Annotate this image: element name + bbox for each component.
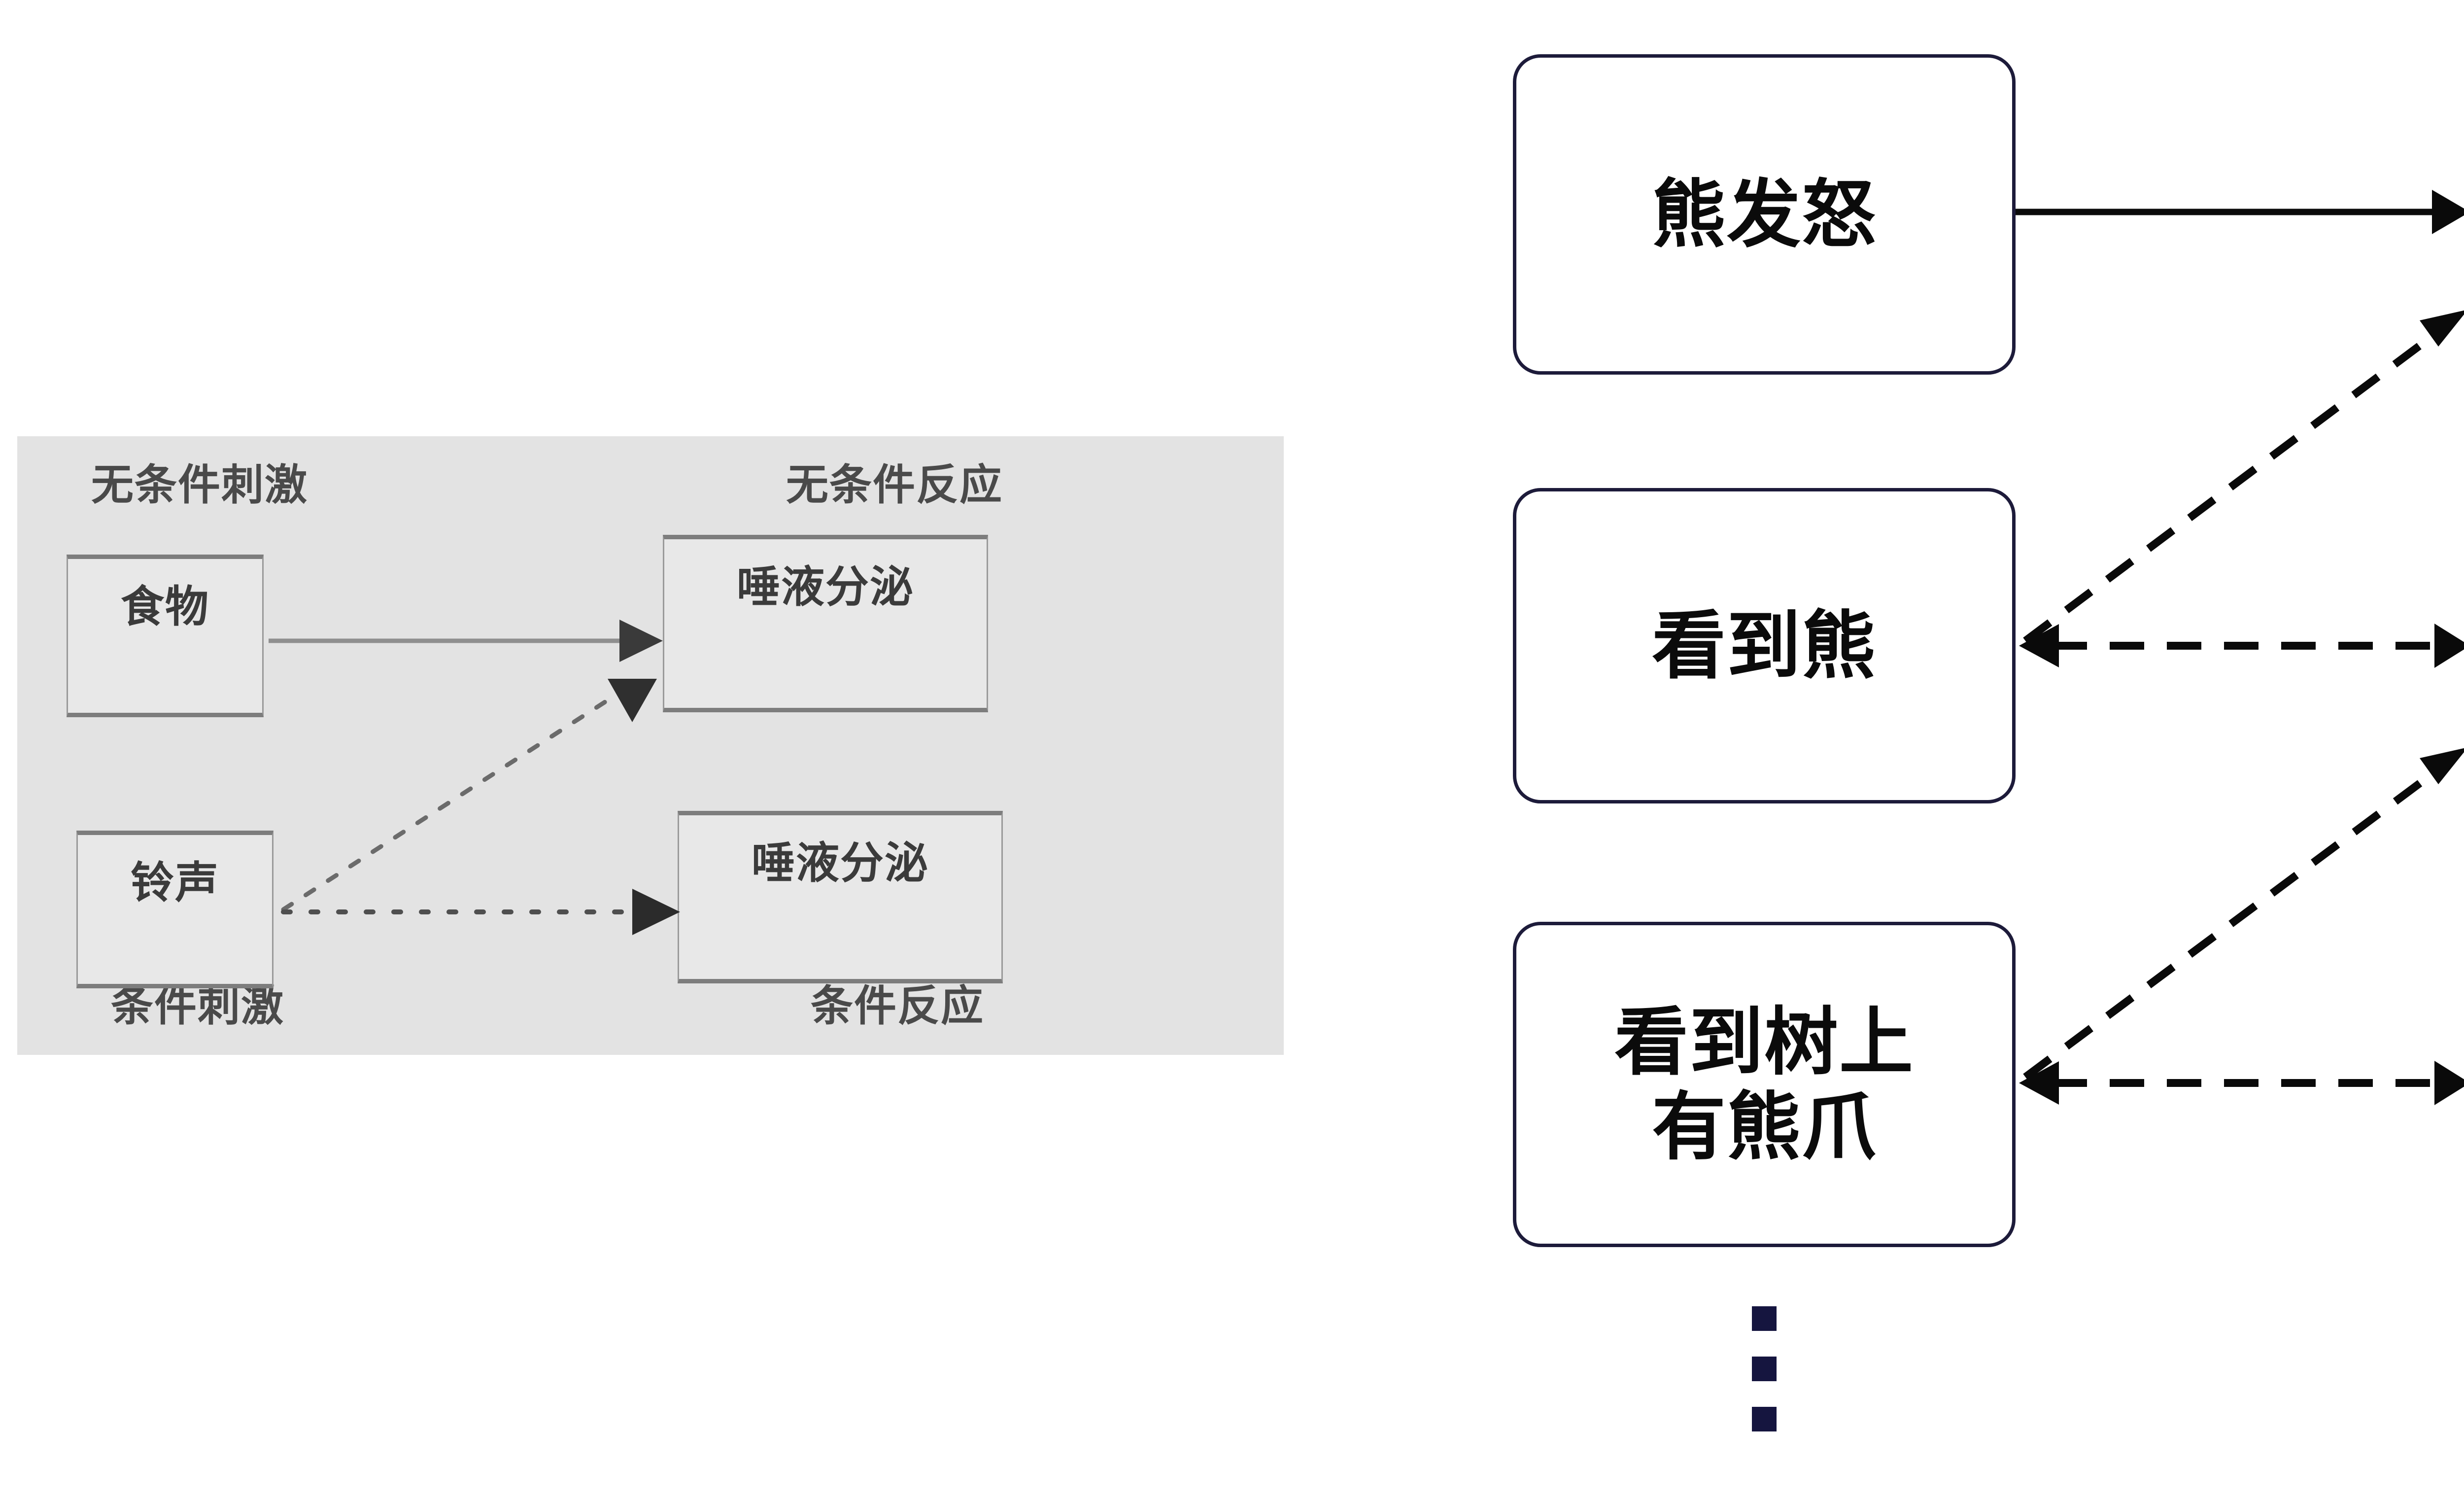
label-conditioned-response: 条件反应 [811, 982, 984, 1030]
ellipsis-dot [1752, 1357, 1777, 1381]
ellipsis-dot [1752, 1407, 1777, 1431]
classical-conditioning-panel: 无条件刺激 无条件反应 条件刺激 条件反应 食物 唾液分泌 铃声 唾液分泌 [17, 436, 1284, 1055]
box-food: 食物 [67, 555, 264, 717]
pavlov-arrows-layer [269, 620, 680, 935]
state-box-see-claw-label-line2: 有熊爪 [1651, 1085, 1877, 1168]
state-box-bear-angry: 熊发怒 [1513, 54, 2016, 375]
state-box-see-bear-label: 看到熊 [1651, 604, 1877, 687]
box-food-label: 食物 [120, 582, 209, 631]
ellipsis-states [1752, 1306, 1777, 1431]
box-salivation-unconditioned-label: 唾液分泌 [736, 562, 914, 611]
arrow-bear-angry-to-reward [2016, 190, 2464, 234]
state-box-see-claw-label-line1: 看到树上 [1614, 1000, 1914, 1083]
arrow-bell-to-salivation-unconditioned [281, 679, 657, 912]
arrow-see-claw-to-v-s [2019, 1061, 2464, 1105]
box-bell-label: 铃声 [130, 858, 219, 907]
label-unconditioned-response: 无条件反应 [786, 461, 1003, 509]
td-arrows-layer [2016, 190, 2464, 1105]
ellipsis-dot [1752, 1306, 1777, 1331]
arrow-see-claw-to-v-s-prime [2023, 748, 2464, 1081]
td-learning-panel: 熊发怒 奖励 看到熊 V(s′) 看到树上 有熊爪 V(s) [1454, 0, 2464, 1499]
box-bell: 铃声 [76, 831, 274, 988]
box-salivation-conditioned-label: 唾液分泌 [751, 838, 929, 887]
state-box-see-claw: 看到树上 有熊爪 [1513, 922, 2016, 1247]
arrow-see-bear-to-reward [2023, 310, 2464, 644]
arrow-bell-to-salivation-conditioned [281, 889, 680, 935]
state-box-bear-angry-label: 熊发怒 [1651, 173, 1877, 256]
box-salivation-unconditioned: 唾液分泌 [663, 535, 988, 712]
arrow-food-to-salivation [269, 620, 663, 662]
box-salivation-conditioned: 唾液分泌 [678, 811, 1003, 983]
arrow-see-bear-to-v-s-prime [2019, 624, 2464, 668]
state-box-see-bear: 看到熊 [1513, 488, 2016, 803]
label-unconditioned-stimulus: 无条件刺激 [91, 461, 308, 509]
label-conditioned-stimulus: 条件刺激 [111, 982, 284, 1030]
